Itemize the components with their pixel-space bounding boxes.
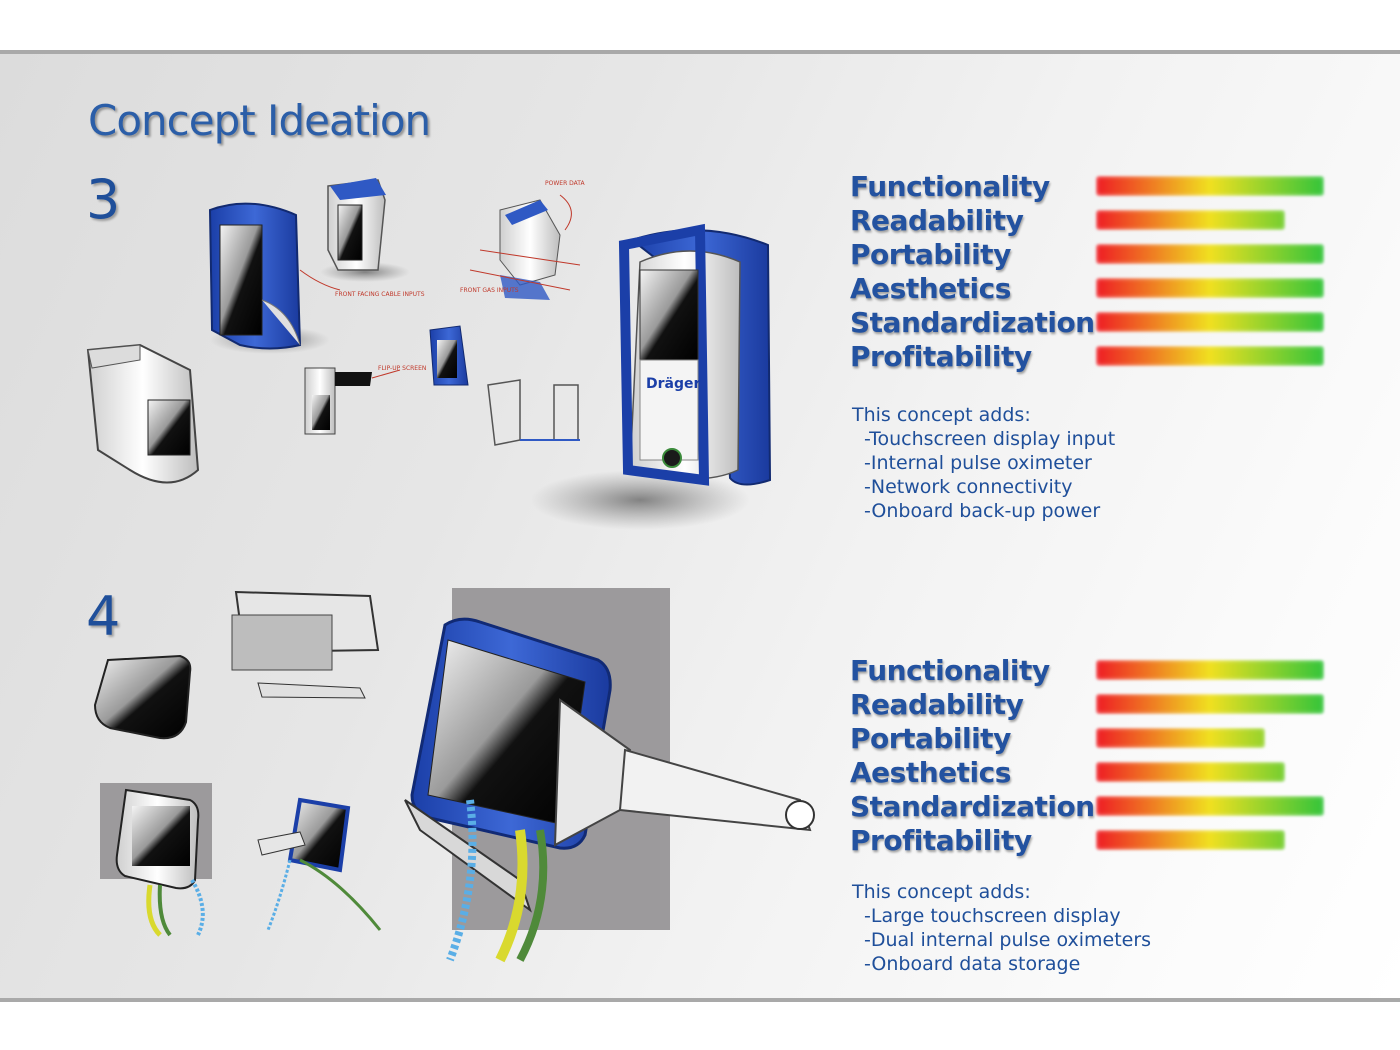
rating-bar bbox=[1096, 176, 1324, 196]
rating-row: Readability bbox=[850, 204, 1330, 238]
rating-label: Functionality bbox=[850, 170, 1050, 203]
rating-bar bbox=[1096, 694, 1324, 714]
rating-bar-track bbox=[1096, 694, 1324, 714]
rating-bar-track bbox=[1096, 728, 1324, 748]
adds-item: -Large touchscreen display bbox=[864, 905, 1121, 927]
rating-bar bbox=[1096, 278, 1324, 298]
rating-row: Standardization bbox=[850, 790, 1330, 824]
rating-row: Aesthetics bbox=[850, 272, 1330, 306]
rating-bar bbox=[1096, 728, 1265, 748]
rating-bar bbox=[1096, 244, 1324, 264]
rating-label: Aesthetics bbox=[850, 756, 1011, 789]
concept-4-number: 4 bbox=[86, 585, 121, 648]
adds-item: -Internal pulse oximeter bbox=[864, 452, 1092, 474]
rating-bar-track bbox=[1096, 176, 1324, 196]
rating-bar-track bbox=[1096, 796, 1324, 816]
concept-3-adds: This concept adds: -Touchscreen display … bbox=[852, 403, 1115, 523]
rating-bar bbox=[1096, 312, 1324, 332]
rating-label: Portability bbox=[850, 238, 1011, 271]
rating-row: Standardization bbox=[850, 306, 1330, 340]
rating-bar-track bbox=[1096, 830, 1324, 850]
rating-row: Profitability bbox=[850, 824, 1330, 858]
sketch-note: FLIP-UP SCREEN bbox=[378, 365, 426, 372]
rating-bar bbox=[1096, 210, 1286, 230]
rating-bar bbox=[1096, 830, 1286, 850]
rating-row: Aesthetics bbox=[850, 756, 1330, 790]
rating-bar bbox=[1096, 660, 1324, 680]
rating-bar-track bbox=[1096, 210, 1324, 230]
rating-bar bbox=[1096, 762, 1286, 782]
top-border-line bbox=[0, 50, 1400, 54]
rating-label: Profitability bbox=[850, 340, 1032, 373]
bottom-border-line bbox=[0, 998, 1400, 1002]
adds-item: -Onboard data storage bbox=[864, 953, 1081, 975]
rating-label: Aesthetics bbox=[850, 272, 1011, 305]
rating-row: Profitability bbox=[850, 340, 1330, 374]
sketch-note: FRONT FACING CABLE INPUTS bbox=[335, 291, 425, 298]
sketch-note: FRONT GAS INPUTS bbox=[460, 287, 519, 294]
rating-bar-track bbox=[1096, 244, 1324, 264]
rating-label: Standardization bbox=[850, 306, 1095, 339]
rating-row: Portability bbox=[850, 722, 1330, 756]
adds-heading: This concept adds: bbox=[852, 404, 1031, 426]
rating-label: Portability bbox=[850, 722, 1011, 755]
rating-bar bbox=[1096, 796, 1324, 816]
sketch-note: POWER DATA bbox=[545, 180, 585, 187]
adds-item: -Onboard back-up power bbox=[864, 500, 1101, 522]
rating-bar bbox=[1096, 346, 1324, 366]
rating-label: Readability bbox=[850, 204, 1024, 237]
adds-item: -Dual internal pulse oximeters bbox=[864, 929, 1152, 951]
rating-label: Readability bbox=[850, 688, 1024, 721]
rating-label: Functionality bbox=[850, 654, 1050, 687]
rating-bar-track bbox=[1096, 312, 1324, 332]
rating-bar-track bbox=[1096, 660, 1324, 680]
concept-3-number: 3 bbox=[86, 168, 121, 231]
rating-row: Readability bbox=[850, 688, 1330, 722]
rating-row: Portability bbox=[850, 238, 1330, 272]
rating-bar-track bbox=[1096, 346, 1324, 366]
brand-logo: Dräger bbox=[646, 376, 700, 392]
rating-bar-track bbox=[1096, 762, 1324, 782]
rating-label: Profitability bbox=[850, 824, 1032, 857]
concept-4-adds: This concept adds: -Large touchscreen di… bbox=[852, 880, 1151, 976]
page-title: Concept Ideation bbox=[88, 96, 431, 145]
rating-row: Functionality bbox=[850, 654, 1330, 688]
rating-bar-track bbox=[1096, 278, 1324, 298]
rating-row: Functionality bbox=[850, 170, 1330, 204]
adds-heading: This concept adds: bbox=[852, 881, 1031, 903]
rating-label: Standardization bbox=[850, 790, 1095, 823]
adds-item: -Touchscreen display input bbox=[864, 428, 1116, 450]
adds-item: -Network connectivity bbox=[864, 476, 1073, 498]
